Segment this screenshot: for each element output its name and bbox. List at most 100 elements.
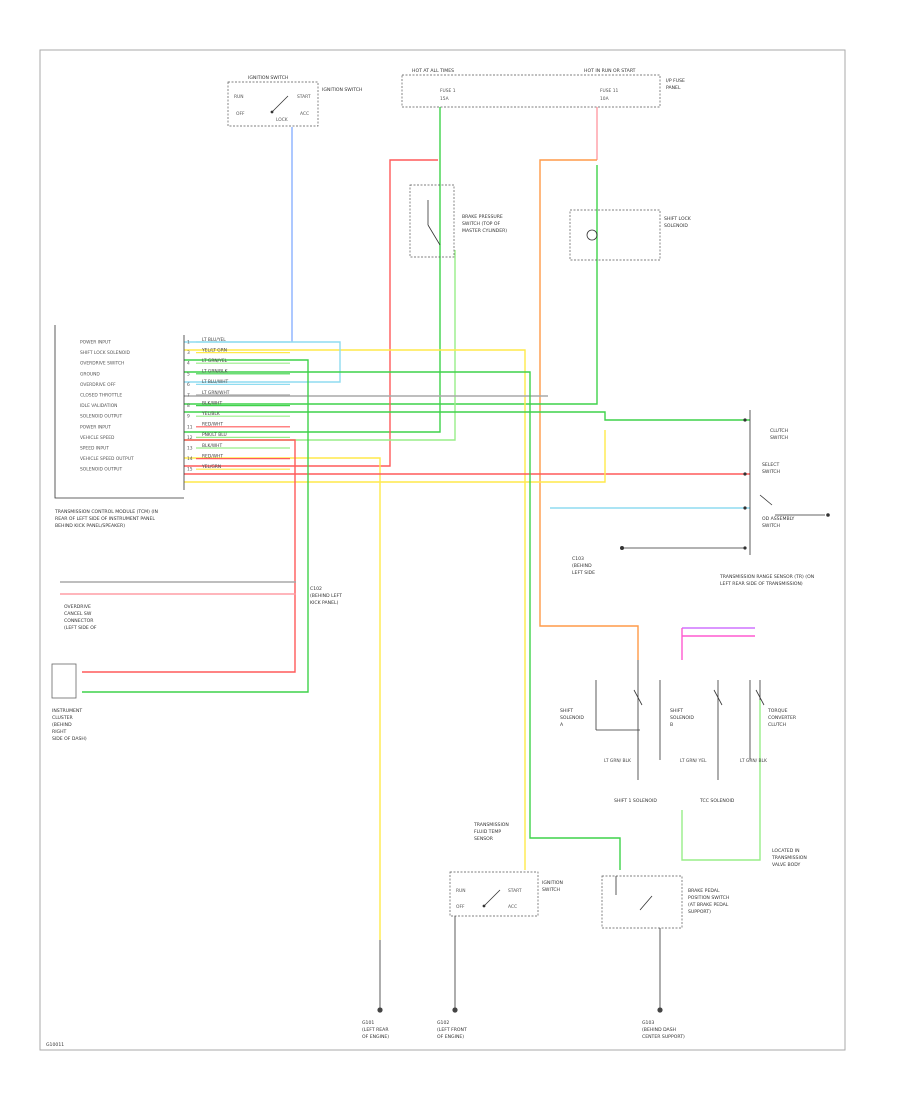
ground-label-line: (BEHIND DASH xyxy=(642,1027,676,1033)
tr-title-2: LEFT REAR SIDE OF TRANSMISSION) xyxy=(720,581,803,587)
ground-label-line: OF ENGINE) xyxy=(437,1034,464,1040)
tcm-pin-wire-label: RED/WHT xyxy=(202,422,223,428)
sol-gnd-3: VALVE BODY xyxy=(772,862,801,868)
corner-code: G10011 xyxy=(46,1042,64,1048)
bps-3: MASTER CYLINDER) xyxy=(462,228,507,234)
tcm-pin-number: 13 xyxy=(187,446,193,452)
bign-title-1: IGNITION xyxy=(542,880,563,886)
tcm-pin-number: 14 xyxy=(187,456,193,462)
tr-sel: SELECT xyxy=(762,462,779,468)
sls-2: SOLENOID xyxy=(664,223,688,229)
wire-orange xyxy=(539,159,639,660)
wire-red-top xyxy=(184,159,438,467)
tcm-pin-number: 11 xyxy=(187,424,193,430)
bps-bottom-4: SUPPORT) xyxy=(688,909,711,915)
cluster-4: RIGHT xyxy=(52,729,67,735)
top-ign-title: IGNITION SWITCH xyxy=(248,75,288,81)
tcm-pin-number: 5 xyxy=(187,371,190,377)
tcm-pin-wire-label: LT GRN/WHT xyxy=(202,390,230,396)
tcm-pin-number: 7 xyxy=(187,393,190,399)
left-lower-connector: OVERDRIVE CANCEL SW CONNECTOR (LEFT SIDE… xyxy=(51,586,342,742)
tcm-pin-name: POWER INPUT xyxy=(80,340,111,346)
bign-acc: ACC xyxy=(508,904,517,910)
wire-shift-green xyxy=(184,165,598,405)
ign-state-start: START xyxy=(297,94,311,100)
sol-wire-1: LT GRN/ BLK xyxy=(604,758,631,764)
tcm-pin-name: VEHICLE SPEED xyxy=(80,435,115,441)
sol-tcc-2: CONVERTER xyxy=(768,715,797,721)
od-lamp-3: CONNECTOR xyxy=(64,618,94,624)
wire-red-left xyxy=(82,439,296,673)
tcm-pin-name: OVERDRIVE OFF xyxy=(80,382,116,388)
tr-conn-3: LEFT SIDE xyxy=(572,570,595,576)
bps-bottom-3: (AT BRAKE PEDAL xyxy=(688,902,729,908)
tcm-pin-wire-label: PNK/LT BLU xyxy=(202,432,227,438)
tcm-pin-name: CLOSED THROTTLE xyxy=(80,393,122,399)
hot-in-run: HOT IN RUN OR START xyxy=(584,68,636,74)
ground-label-line: (LEFT REAR xyxy=(362,1027,389,1033)
tr-conn-2: (BEHIND xyxy=(572,563,592,569)
sol-a-1: SHIFT xyxy=(560,708,573,714)
sol-bottom-1: SHIFT 1 SOLENOID xyxy=(614,798,657,804)
tr-sensor: CLUTCH SWITCH SELECT SWITCH OD ASSEMBLY … xyxy=(572,410,830,587)
tcm-pin-number: 15 xyxy=(187,467,193,473)
tcm-pin-wire-label: BLK/WHT xyxy=(202,443,222,449)
tr-title-1: TRANSMISSION RANGE SENSOR (TR) (ON xyxy=(719,574,814,580)
fuse-left-rating: 15A xyxy=(440,96,449,102)
fuse-right-rating: 10A xyxy=(600,96,609,102)
wire-sol-lgreen xyxy=(681,700,761,861)
sol-tcc-3: CLUTCH xyxy=(768,722,786,728)
bign-off: OFF xyxy=(456,904,465,910)
tr-clutch: CLUTCH xyxy=(770,428,788,434)
diagram-frame xyxy=(39,49,846,1051)
tr-conn-1: C103 xyxy=(572,556,584,562)
tcm-pin-wire-label: LT GRN/YEL xyxy=(202,358,228,364)
tcm-pin-wire-label: LT GRN/BLK xyxy=(202,369,228,375)
tcm-pin-name: SPEED INPUT xyxy=(80,446,109,452)
wire-fuse-left-green xyxy=(184,107,441,433)
wire-yellow-long xyxy=(184,349,526,870)
tcm-pin-number: 8 xyxy=(187,403,190,409)
wire-tcm-green-right xyxy=(184,411,750,421)
ground-label-line: OF ENGINE) xyxy=(362,1034,389,1040)
fuse-panel-label-2: PANEL xyxy=(666,85,681,91)
wire-magenta xyxy=(681,628,755,660)
sol-a-2: SOLENOID xyxy=(560,715,584,721)
bps-2: SWITCH (TOP OF xyxy=(462,221,501,227)
bign-run: RUN xyxy=(456,888,466,894)
wire-yellow-right xyxy=(184,430,606,483)
valve-body: TRANSMISSION FLUID TEMP SENSOR BRAKE PED… xyxy=(473,822,729,929)
bps-1: BRAKE PRESSURE xyxy=(462,214,503,220)
fuse-panel-label-1: I/P FUSE xyxy=(666,78,685,84)
tcm-title-1: TRANSMISSION CONTROL MODULE (TCM) (IN xyxy=(54,509,158,515)
tcm-pin-name: POWER INPUT xyxy=(80,424,111,430)
ign-state-off: OFF xyxy=(236,111,245,117)
cluster-3: (BEHIND xyxy=(52,722,72,728)
vb-3: SENSOR xyxy=(474,836,494,842)
sol-gnd-1: LOCATED IN xyxy=(772,848,800,854)
ign-state-run: RUN xyxy=(234,94,244,100)
vb-1: TRANSMISSION xyxy=(473,822,509,828)
tr-od-2: SWITCH xyxy=(762,523,780,529)
top-ignition-switch: IGNITION SWITCH IGNITION SWITCH RUN STAR… xyxy=(227,75,362,127)
ign-state-acc: ACC xyxy=(300,111,309,117)
tcm-pin-name: SHIFT LOCK SOLENOID xyxy=(80,350,130,356)
wire-green-left xyxy=(82,359,309,693)
shift-lock-solenoid: SHIFT LOCK SOLENOID xyxy=(569,209,692,261)
sol-b-3: B xyxy=(670,722,673,728)
tcm-pin-wire-label: LT BLU/WHT xyxy=(202,379,228,385)
tcm-pin-wire-label: YEL/BLK xyxy=(201,411,220,417)
bps-bottom-2: POSITION SWITCH xyxy=(688,895,729,901)
od-lamp-1: OVERDRIVE xyxy=(64,604,91,610)
sls-1: SHIFT LOCK xyxy=(664,216,692,222)
gnd-conn-2: (BEHIND LEFT xyxy=(310,593,342,599)
sol-tcc-1: TORQUE xyxy=(767,708,788,714)
vb-2: FLUID TEMP xyxy=(474,829,501,835)
gnd-conn-3: KICK PANEL) xyxy=(310,600,339,606)
cluster-5: SIDE OF DASH) xyxy=(52,736,87,742)
fuse-left-name: FUSE 1 xyxy=(440,88,456,94)
